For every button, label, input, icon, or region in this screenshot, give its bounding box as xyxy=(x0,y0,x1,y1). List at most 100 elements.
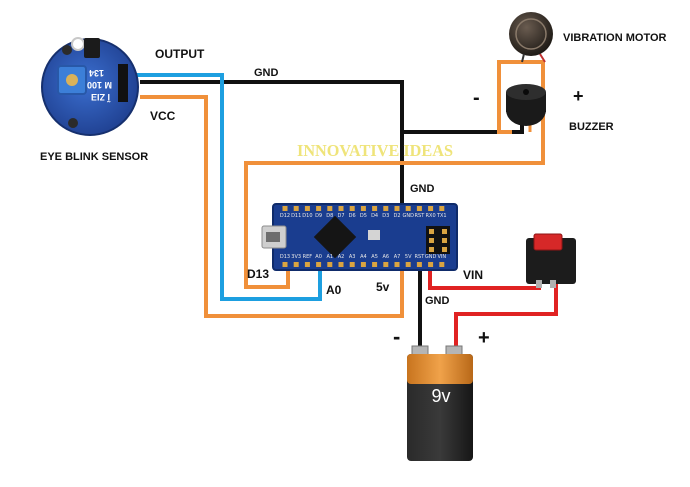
label-vin: VIN xyxy=(463,268,483,282)
top-pin-label: D4 xyxy=(371,213,378,219)
top-pin-label: RST xyxy=(415,213,426,219)
top-pin-label: D2 xyxy=(393,213,400,219)
top-pin-label: D10 xyxy=(302,213,312,219)
label-battery-minus: - xyxy=(393,324,400,349)
bottom-pin-a0 xyxy=(316,262,322,267)
bottom-pin-3v3 xyxy=(293,262,299,267)
nano-mcu-chip xyxy=(313,215,357,259)
bottom-pin-label: A6 xyxy=(382,254,389,260)
bottom-pin-a6 xyxy=(383,262,389,267)
top-pin-d12 xyxy=(282,206,288,211)
buzzer-hole xyxy=(523,89,529,95)
bottom-pin-5v xyxy=(405,262,411,267)
switch-terminal-left xyxy=(536,280,542,288)
output-wire-a0 xyxy=(128,73,322,301)
vibration-motor xyxy=(509,12,553,63)
bottom-pin-label: 3V3 xyxy=(291,254,301,260)
label-output: OUTPUT xyxy=(155,47,205,61)
label-vcc: VCC xyxy=(150,109,176,123)
label-gnd-top: GND xyxy=(254,67,279,79)
top-pin-d3 xyxy=(383,206,389,211)
switch-wire-battery xyxy=(454,282,558,352)
sensor-chip-text-1: 134 xyxy=(89,68,104,78)
rocker-switch xyxy=(526,233,576,288)
sensor-led-bottom xyxy=(68,118,78,128)
bottom-pin-a1 xyxy=(327,262,333,267)
top-pin-rx0 xyxy=(428,206,434,211)
bottom-pin-vin xyxy=(439,262,445,267)
bottom-pin-d13 xyxy=(282,262,288,267)
bottom-pin-a4 xyxy=(360,262,366,267)
watermark: INNOVATIVE IDEAS xyxy=(297,141,453,160)
top-pin-label: D11 xyxy=(291,213,301,219)
top-pin-d10 xyxy=(304,206,310,211)
nano-icsp-pins xyxy=(429,229,447,252)
top-pin-d2 xyxy=(394,206,400,211)
sensor-led-top xyxy=(62,45,72,55)
eye-blink-sensor: 134 M 100 Ĩ ZIƎ xyxy=(41,37,139,136)
sensor-mount-hole xyxy=(71,37,85,51)
sensor-pot-knob xyxy=(66,74,78,86)
top-pin-tx1 xyxy=(439,206,445,211)
switch-rocker xyxy=(533,233,563,251)
gnd-wire-top xyxy=(140,80,524,134)
bottom-pin-label: A5 xyxy=(371,254,378,260)
top-pin-d9 xyxy=(316,206,322,211)
vcc-wire-5v xyxy=(140,95,404,318)
label-eye-blink-sensor: EYE BLINK SENSOR xyxy=(40,151,148,163)
motor-lead-red xyxy=(539,53,546,63)
label-vibration-motor: VIBRATION MOTOR xyxy=(563,32,667,44)
battery-copper-band xyxy=(407,354,473,384)
bottom-pin-label: A0 xyxy=(315,254,322,260)
label-gnd-bottom: GND xyxy=(425,295,450,307)
bottom-pin-gnd xyxy=(428,262,434,267)
battery-label: 9v xyxy=(431,386,450,406)
sensor-chip-text-3: Ĩ ZIƎ xyxy=(91,92,111,102)
bottom-pin-a7 xyxy=(394,262,400,267)
bottom-pin-a5 xyxy=(372,262,378,267)
top-pin-label: D6 xyxy=(349,213,356,219)
bottom-pin-a2 xyxy=(338,262,344,267)
top-pin-d11 xyxy=(293,206,299,211)
bottom-pin-label: A3 xyxy=(349,254,356,260)
label-buzzer-plus: + xyxy=(573,86,584,106)
bottom-pin-label: GND xyxy=(425,254,437,260)
label-a0: A0 xyxy=(326,283,342,297)
bottom-pin-label: 5V xyxy=(405,254,412,260)
top-pin-rst xyxy=(416,206,422,211)
label-battery-plus: + xyxy=(478,327,490,349)
top-pin-label: RX0 xyxy=(426,213,436,219)
nano-usb-opening xyxy=(266,232,280,242)
bottom-pin-label: A2 xyxy=(338,254,345,260)
sensor-chip-text-2: M 100 xyxy=(87,80,112,90)
label-buzzer-minus: - xyxy=(473,87,480,109)
motor-rim xyxy=(515,18,547,50)
bottom-pin-label: RST xyxy=(415,254,426,260)
bottom-pin-label: A7 xyxy=(394,254,401,260)
top-pin-gnd xyxy=(405,206,411,211)
top-pin-d8 xyxy=(327,206,333,211)
sensor-header xyxy=(118,64,128,102)
battery-9v: 9v xyxy=(407,345,473,461)
top-pin-d4 xyxy=(372,206,378,211)
top-pin-label: TX1 xyxy=(436,213,447,219)
bottom-pin-label: REF xyxy=(303,254,313,260)
d13-wire-buzzer xyxy=(244,60,545,289)
top-pin-label: D12 xyxy=(280,213,290,219)
bottom-pin-label: A4 xyxy=(360,254,367,260)
label-buzzer: BUZZER xyxy=(569,121,614,133)
label-5v: 5v xyxy=(376,280,390,294)
bottom-pin-a3 xyxy=(349,262,355,267)
top-pin-d5 xyxy=(360,206,366,211)
top-pin-label: D7 xyxy=(337,213,344,219)
buzzer xyxy=(506,84,546,126)
top-pin-label: D3 xyxy=(382,213,389,219)
top-pin-label: D9 xyxy=(315,213,322,219)
label-d13: D13 xyxy=(247,267,269,281)
motor-lead-black xyxy=(521,53,525,63)
bottom-pin-rst xyxy=(416,262,422,267)
